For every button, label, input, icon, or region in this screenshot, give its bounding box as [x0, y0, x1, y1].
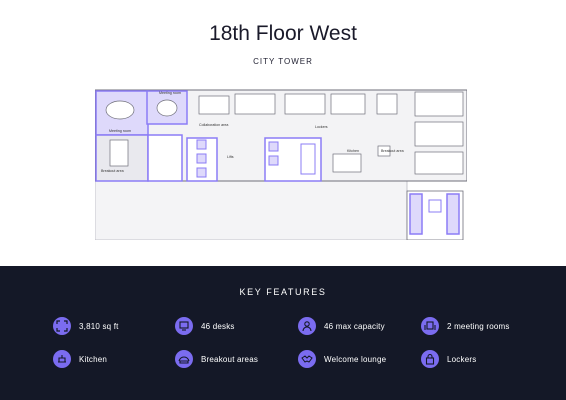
handshake-icon [298, 350, 316, 368]
page-title: 18th Floor West [209, 22, 357, 45]
feature-area: 3,810 sq ft [53, 316, 119, 336]
feature-label: 2 meeting rooms [447, 321, 510, 331]
lift-2 [196, 153, 207, 164]
label-breakout-area-right: Breakout area [381, 149, 404, 153]
lower-lift [428, 199, 442, 213]
feature-lockers: Lockers [421, 349, 476, 369]
collaboration-desks [198, 95, 230, 115]
label-breakout-area-left: Breakout area [101, 169, 124, 173]
desk-cluster-7 [414, 151, 464, 175]
label-meeting-room-2: Meeting room [159, 91, 181, 95]
floor-plan: Meeting room Meeting room Collaboration … [95, 88, 467, 240]
key-features-heading: KEY FEATURES [239, 287, 327, 297]
desk-cluster-3 [330, 93, 366, 115]
desk-cluster-6 [414, 121, 464, 147]
breakout-table-right [377, 145, 391, 157]
lift-4 [268, 141, 279, 152]
feature-capacity: 46 max capacity [298, 316, 385, 336]
lift-1 [196, 139, 207, 150]
top-section: 18th Floor West CITY TOWER [95, 22, 467, 240]
key-features-band: KEY FEATURES 3,810 sq ft 46 desks 46 max… [0, 266, 566, 400]
feature-welcome-lounge: Welcome lounge [298, 349, 386, 369]
open-floor-area [95, 180, 408, 240]
label-meeting-room-1: Meeting room [109, 129, 131, 133]
feature-label: 3,810 sq ft [79, 321, 119, 331]
feature-label: Lockers [447, 354, 477, 364]
lower-core-right [446, 193, 460, 235]
desk-cluster-4 [376, 93, 398, 115]
meeting-room-icon [421, 317, 439, 335]
area-icon [53, 317, 71, 335]
feature-label: Kitchen [79, 354, 108, 364]
label-collaboration-area: Collaboration area [199, 123, 228, 127]
label-lockers: Lockers [315, 125, 328, 129]
desk-cluster-1 [234, 93, 276, 115]
feature-label: 46 desks [201, 321, 235, 331]
label-lifts: Lifts [227, 155, 234, 159]
feature-meeting-rooms: 2 meeting rooms [421, 316, 510, 336]
riser [300, 143, 316, 175]
feature-desks: 46 desks [175, 316, 235, 336]
lift-3 [196, 167, 207, 178]
feature-kitchen: Kitchen [53, 349, 107, 369]
feature-breakout: Breakout areas [175, 349, 258, 369]
lower-core-left [409, 193, 423, 235]
label-kitchen: Kitchen [347, 149, 359, 153]
breakout-icon [175, 350, 193, 368]
desk-icon [175, 317, 193, 335]
feature-label: 46 max capacity [324, 321, 385, 331]
feature-label: Breakout areas [201, 354, 259, 364]
desk-cluster-2 [284, 93, 326, 115]
meeting-table-2 [156, 99, 178, 117]
feature-label: Welcome lounge [324, 354, 387, 364]
lock-icon [421, 350, 439, 368]
breakout-table [109, 139, 129, 167]
floor-plan-drawing: Meeting room Meeting room Collaboration … [95, 89, 467, 240]
meeting-table-1 [105, 100, 135, 120]
building-name: CITY TOWER [253, 57, 313, 66]
desk-cluster-5 [414, 91, 464, 117]
people-icon [298, 317, 316, 335]
kitchen-icon [53, 350, 71, 368]
kitchen-counter [332, 153, 362, 173]
stair-core [147, 134, 183, 182]
lift-5 [268, 155, 279, 166]
